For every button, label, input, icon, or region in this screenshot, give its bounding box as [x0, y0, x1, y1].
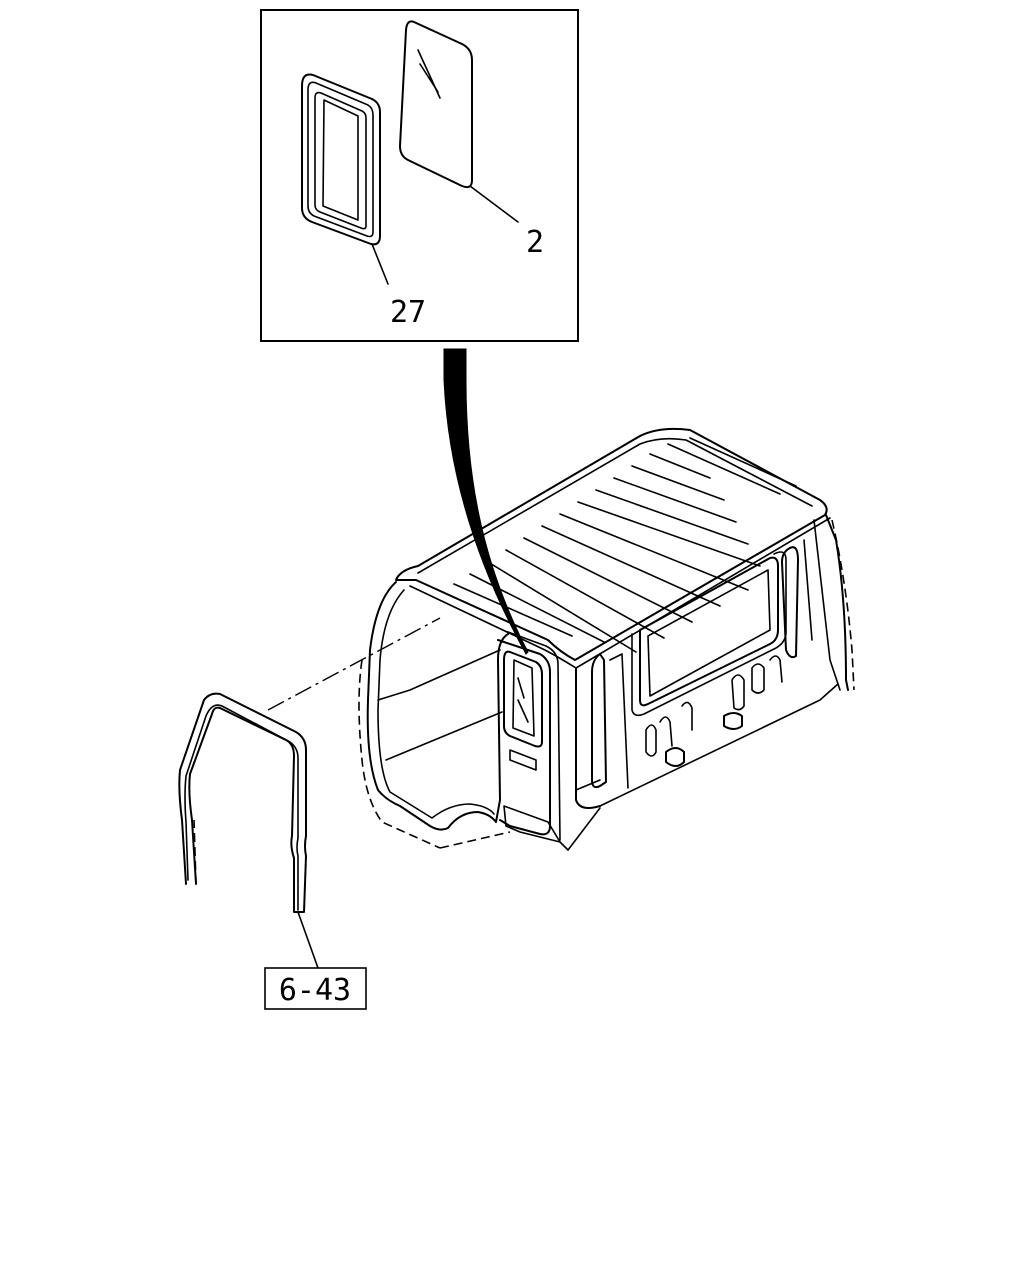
cab-body [358, 427, 855, 851]
window-weatherstrip[interactable] [301, 73, 381, 246]
leader-line-weatherstrip [371, 243, 389, 285]
detail-pointer-arrow [443, 348, 529, 655]
callout-weatherstrip: 27 [390, 295, 426, 330]
callout-reference: 6-43 [279, 973, 351, 1008]
cab-quarter-window[interactable] [503, 650, 543, 748]
reference-box[interactable]: 6-43 [264, 967, 367, 1010]
window-glass[interactable] [399, 20, 473, 189]
leader-line-reference [297, 911, 319, 969]
detail-inset: 2 27 [260, 9, 579, 342]
alignment-line [267, 617, 441, 711]
roof-ribs [453, 437, 797, 653]
door-opening-weatherstrip[interactable] [178, 692, 307, 913]
leader-line-glass [469, 185, 519, 223]
callout-glass: 2 [526, 225, 544, 260]
